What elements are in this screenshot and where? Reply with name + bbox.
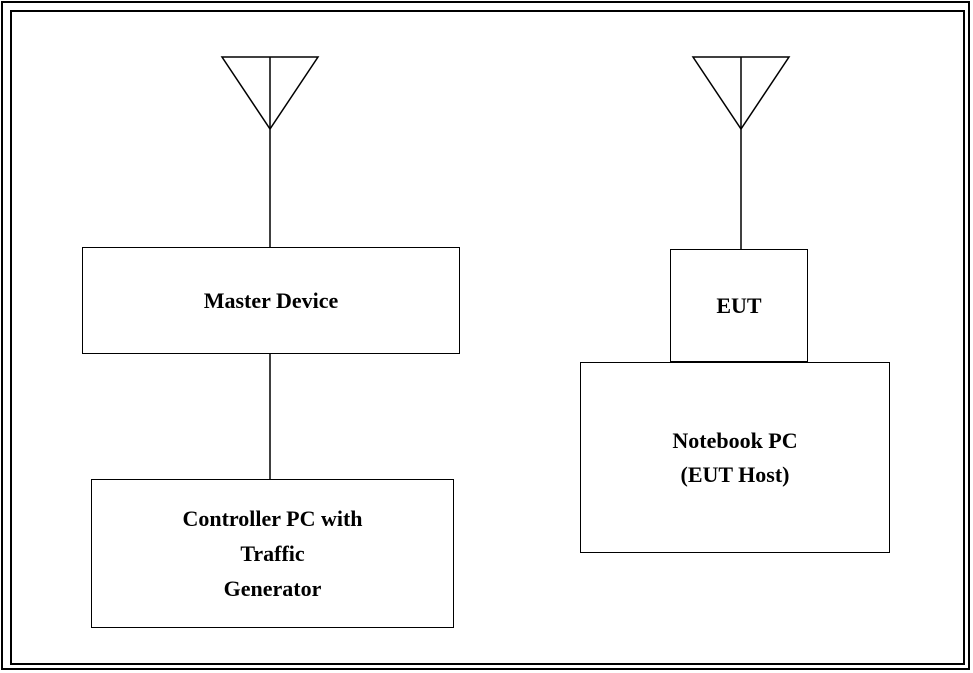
notebook-pc-line-1: Notebook PC (672, 427, 798, 453)
diagram-frame-inner (10, 10, 965, 665)
controller-pc-line-2: Traffic (240, 541, 305, 566)
controller-pc-box: Controller PC with Traffic Generator (91, 479, 454, 628)
antenna-icon-eut (691, 56, 791, 249)
notebook-pc-box: Notebook PC (EUT Host) (580, 362, 890, 553)
eut-label: EUT (716, 293, 762, 318)
controller-pc-line-3: Generator (223, 576, 322, 601)
notebook-pc-label: Notebook PC (EUT Host) (672, 424, 797, 492)
master-device-box: Master Device (82, 247, 460, 354)
controller-pc-line-1: Controller PC with (182, 506, 363, 531)
master-device-label: Master Device (203, 288, 339, 313)
notebook-pc-line-2: (EUT Host) (680, 461, 790, 487)
controller-pc-label: Controller PC with Traffic Generator (182, 501, 362, 606)
eut-box: EUT (670, 249, 808, 362)
antenna-icon-master (220, 56, 320, 247)
